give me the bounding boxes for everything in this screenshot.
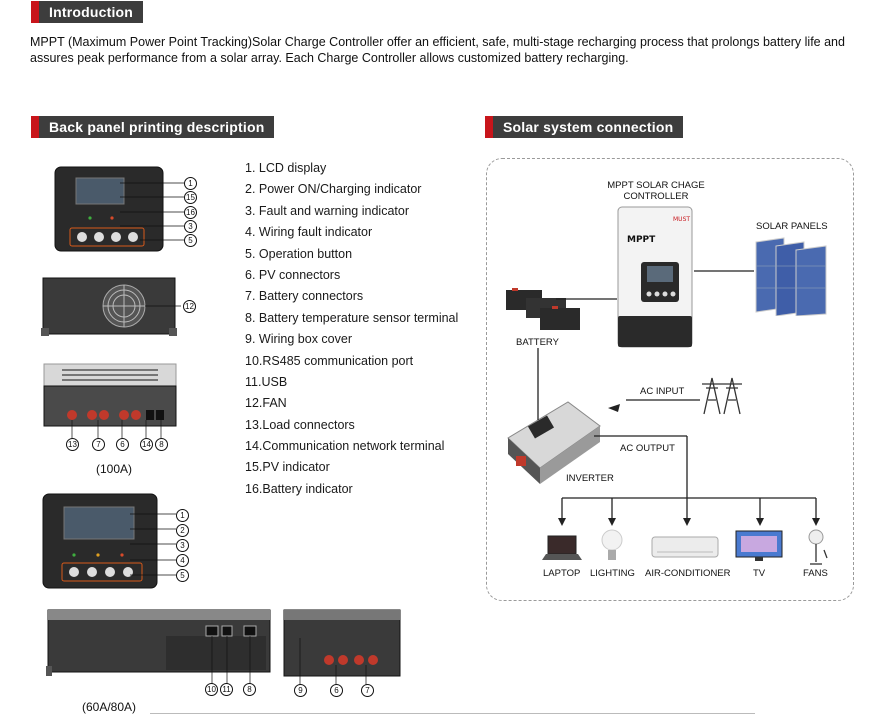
list-item: 3. Fault and warning indicator	[245, 203, 409, 218]
controller-front-panel-100a	[54, 166, 164, 252]
list-item: 8. Battery temperature sensor terminal	[245, 310, 459, 325]
callout-number: 2	[176, 524, 189, 537]
svg-text:MUST: MUST	[673, 216, 690, 223]
back-panel-title: Back panel printing description	[39, 116, 275, 138]
list-item: 1. LCD display	[245, 161, 327, 175]
callout-number: 8	[155, 438, 168, 451]
power-tower-icon	[702, 377, 742, 415]
battery-label: BATTERY	[516, 337, 559, 348]
header-accent-bar	[31, 116, 39, 138]
connection-diagram-frame	[486, 158, 854, 601]
callout-number: 12	[183, 300, 196, 313]
list-item: 16.Battery indicator	[245, 481, 353, 496]
callout-number: 7	[361, 684, 374, 697]
inverter-label: INVERTER	[566, 473, 614, 484]
back-panel-header: Back panel printing description	[31, 116, 275, 138]
callout-leaders-b	[130, 513, 176, 576]
controller-label-line1: MPPT SOLAR CHAGE	[607, 180, 705, 191]
back-panel-list: 1. LCD display 2. Power ON/Charging indi…	[245, 158, 458, 500]
list-item: 14.Communication network terminal	[245, 439, 445, 454]
connection-header: Solar system connection	[485, 116, 684, 138]
callout-number: 3	[176, 539, 189, 552]
callout-number: 10	[205, 683, 218, 696]
list-item: 4. Wiring fault indicator	[245, 225, 373, 240]
tv-icon	[735, 530, 783, 561]
controller-label: MPPT SOLAR CHAGE CONTROLLER	[597, 180, 715, 202]
load-label-fans: FANS	[803, 568, 828, 579]
intro-title: Introduction	[39, 1, 144, 23]
list-item: 10.RS485 communication port	[245, 353, 414, 368]
controller-fan-side	[41, 277, 181, 336]
caption-100a: (100A)	[96, 462, 133, 476]
callout-number: 16	[184, 206, 197, 219]
callout-number: 13	[66, 438, 79, 451]
load-label-lighting: LIGHTING	[590, 568, 635, 579]
ac-input-label: AC INPUT	[640, 386, 685, 397]
callout-number: 9	[294, 684, 307, 697]
callout-number: 1	[176, 509, 189, 522]
connection-wires	[537, 270, 820, 526]
header-accent-bar	[485, 116, 493, 138]
fan-icon	[808, 529, 828, 565]
list-item: 6. PV connectors	[245, 267, 341, 282]
callout-number: 8	[243, 683, 256, 696]
controller-front-panel-60-80a	[42, 493, 158, 589]
intro-header: Introduction	[31, 1, 144, 23]
list-item: 15.PV indicator	[245, 460, 330, 475]
callout-leaders-a	[120, 182, 184, 241]
controller-side-view	[46, 609, 271, 686]
mppt-controller-image: MUST MPPT	[617, 206, 693, 348]
solar-panels-image	[755, 237, 827, 316]
battery-image	[506, 288, 580, 330]
callout-number: 7	[92, 438, 105, 451]
callout-number: 15	[184, 191, 197, 204]
callout-number: 6	[330, 684, 343, 697]
header-accent-bar	[31, 1, 39, 23]
list-item: 2. Power ON/Charging indicator	[245, 182, 422, 197]
list-item: 12.FAN	[245, 396, 287, 411]
list-item: 5. Operation button	[245, 246, 353, 261]
callout-number: 5	[176, 569, 189, 582]
air-conditioner-icon	[651, 536, 719, 558]
solar-panels-label: SOLAR PANELS	[756, 221, 828, 232]
callout-number: 6	[116, 438, 129, 451]
svg-text:MPPT: MPPT	[627, 235, 656, 245]
controller-rear-view	[283, 609, 401, 686]
laptop-icon	[542, 535, 582, 560]
light-bulb-icon	[601, 529, 623, 560]
load-label-air-conditioner: AIR-CONDITIONER	[645, 568, 731, 579]
load-label-laptop: LAPTOP	[543, 568, 581, 579]
callout-number: 14	[140, 438, 153, 451]
caption-60-80a: (60A/80A)	[82, 700, 137, 714]
inverter-image	[507, 401, 601, 484]
ac-output-label: AC OUTPUT	[620, 443, 675, 454]
list-item: 9. Wiring box cover	[245, 332, 352, 347]
callout-number: 11	[220, 683, 233, 696]
callout-number: 5	[184, 234, 197, 247]
connection-title: Solar system connection	[493, 116, 684, 138]
bottom-divider	[150, 713, 755, 714]
intro-text: MPPT (Maximum Power Point Tracking)Solar…	[30, 35, 845, 65]
controller-label-line2: CONTROLLER	[623, 191, 689, 202]
callout-number: 4	[176, 554, 189, 567]
list-item: 11.USB	[245, 374, 288, 389]
callout-number: 1	[184, 177, 197, 190]
callout-number: 3	[184, 220, 197, 233]
list-item: 7. Battery connectors	[245, 289, 364, 304]
controller-connector-side	[43, 363, 177, 438]
list-item: 13.Load connectors	[245, 417, 355, 432]
load-label-tv: TV	[753, 568, 766, 579]
